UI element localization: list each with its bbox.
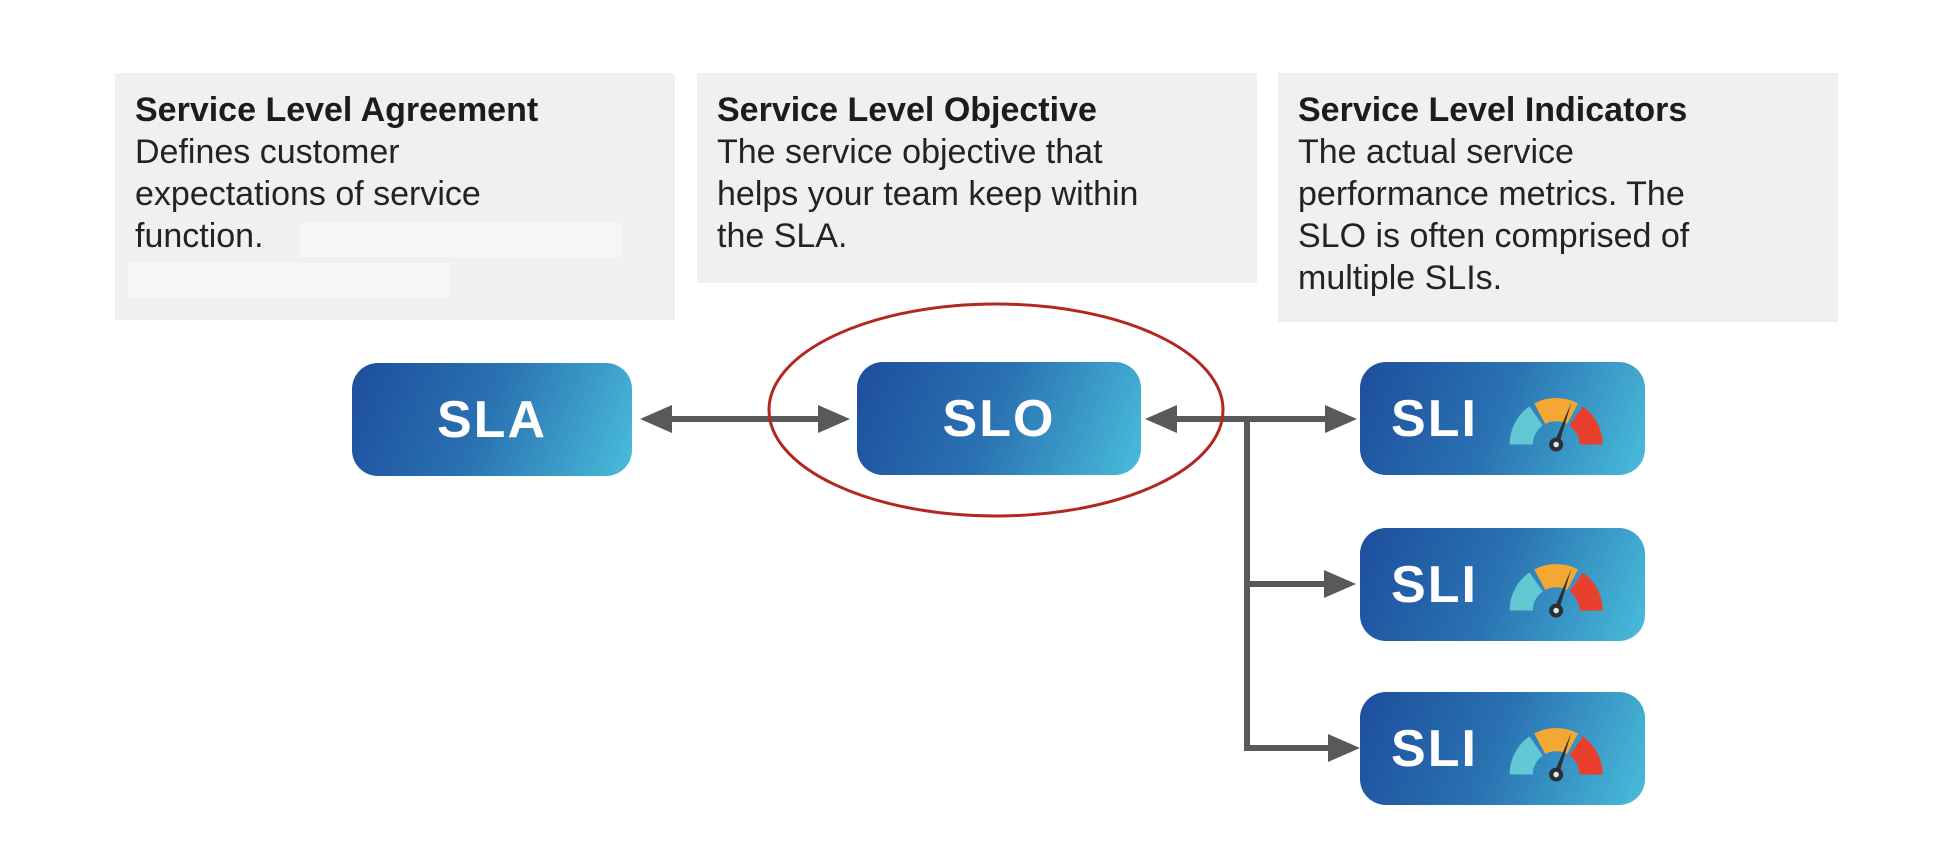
gauge-hub-center xyxy=(1553,771,1559,778)
card-body: Defines customer expectations of service… xyxy=(135,133,481,255)
card-service-level-indicators: Service Level Indicators The actual serv… xyxy=(1278,73,1838,322)
arrowhead-to-sli-1 xyxy=(1325,405,1357,433)
gauge-segment-teal xyxy=(1509,736,1543,775)
node-sli-3: SLI xyxy=(1360,692,1645,805)
node-sla: SLA xyxy=(352,363,632,476)
gauge-needle xyxy=(1553,568,1572,612)
card-title: Service Level Indicators xyxy=(1298,91,1688,129)
gauge-segment-red xyxy=(1569,406,1603,445)
redacted-text-strip xyxy=(300,223,622,257)
gauge-segment-orange xyxy=(1534,398,1578,424)
gauge-icon xyxy=(1509,728,1603,782)
card-service-level-objective: Service Level Objective The service obje… xyxy=(697,73,1257,283)
gauge-hub-center xyxy=(1553,441,1559,448)
card-title: Service Level Objective xyxy=(717,91,1097,129)
gauge-segment-teal xyxy=(1509,572,1543,611)
gauge-needle xyxy=(1553,732,1572,776)
gauge-icon xyxy=(1509,564,1603,618)
node-slo-label: SLO xyxy=(942,389,1056,448)
node-sli-label: SLI xyxy=(1391,389,1478,448)
arrowhead-to-slo-right xyxy=(1145,405,1177,433)
card-body: The service objective that helps your te… xyxy=(717,133,1139,255)
gauge-segment-teal xyxy=(1509,406,1543,445)
card-service-level-agreement: Service Level Agreement Defines customer… xyxy=(115,73,675,320)
node-slo: SLO xyxy=(857,362,1141,475)
node-sli-1: SLI xyxy=(1360,362,1645,475)
redacted-text-strip xyxy=(128,263,450,298)
gauge-icon xyxy=(1509,398,1603,452)
arrowhead-to-slo-left xyxy=(818,405,850,433)
gauge-segment-orange xyxy=(1534,564,1578,590)
arrowhead-to-sla xyxy=(640,405,672,433)
card-body: The actual service performance metrics. … xyxy=(1298,133,1690,297)
node-sli-2: SLI xyxy=(1360,528,1645,641)
gauge-segment-red xyxy=(1569,572,1603,611)
node-sli-label: SLI xyxy=(1391,719,1478,778)
node-sli-label: SLI xyxy=(1391,555,1478,614)
gauge-segment-orange xyxy=(1534,728,1578,754)
gauge-hub-center xyxy=(1553,607,1559,614)
arrowhead-to-sli-3 xyxy=(1328,734,1360,762)
card-title: Service Level Agreement xyxy=(135,91,539,129)
gauge-segment-red xyxy=(1569,736,1603,775)
gauge-needle xyxy=(1553,402,1572,446)
node-sla-label: SLA xyxy=(437,390,547,449)
arrowhead-to-sli-2 xyxy=(1324,570,1356,598)
